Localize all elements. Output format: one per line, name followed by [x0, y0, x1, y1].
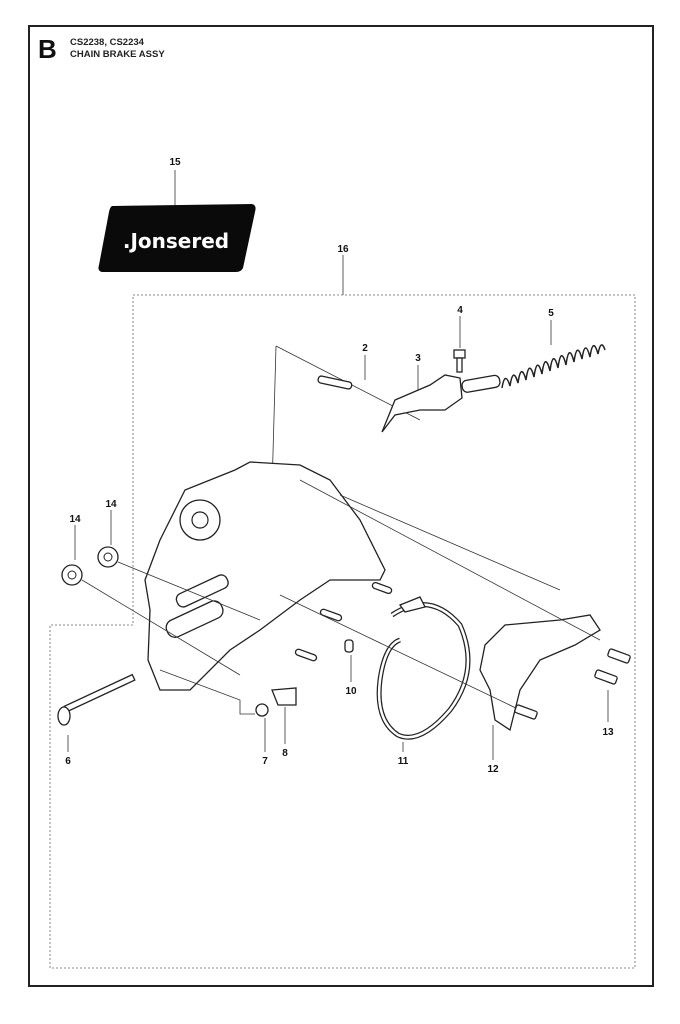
callout-8: 8 — [282, 748, 288, 759]
callout-11: 11 — [398, 756, 409, 767]
nut — [61, 564, 83, 586]
brake-band — [376, 602, 471, 740]
callout-7: 7 — [262, 756, 268, 767]
logo-text: .Jonsered — [123, 229, 229, 253]
callout-13: 13 — [602, 727, 614, 738]
callout-12: 12 — [487, 764, 499, 775]
screw — [594, 669, 618, 685]
assembly-boundary — [49, 294, 636, 969]
plate — [271, 687, 297, 706]
callout-15: 15 — [169, 157, 181, 168]
model-numbers: CS2238, CS2234 — [70, 37, 144, 48]
callout-14: 14 — [105, 499, 117, 510]
bolt — [63, 673, 136, 713]
screw — [453, 349, 466, 359]
brake-cover — [479, 614, 601, 732]
section-letter: B — [38, 34, 57, 64]
jonsered-decal — [98, 204, 256, 272]
brake-lever — [381, 374, 463, 433]
pin-10 — [344, 639, 354, 653]
callout-3: 3 — [415, 353, 421, 364]
screw — [514, 704, 538, 720]
screw-shank — [456, 357, 463, 373]
nut — [97, 546, 119, 568]
diagram-header: CS2238, CS2234 CHAIN BRAKE ASSY — [70, 37, 165, 61]
chain-brake-housing — [144, 461, 386, 691]
callout-6: 6 — [65, 756, 71, 767]
washer — [255, 703, 269, 717]
adjuster-wheel — [179, 499, 221, 541]
diagram-title: CHAIN BRAKE ASSY — [70, 49, 165, 60]
pin — [317, 375, 353, 390]
screw — [607, 648, 631, 664]
page-frame — [28, 25, 654, 987]
callout-16: 16 — [337, 244, 349, 255]
callout-10: 10 — [345, 686, 357, 697]
callout-4: 4 — [457, 305, 463, 316]
link-rod — [461, 374, 501, 393]
callout-5: 5 — [548, 308, 554, 319]
callout-14: 14 — [69, 514, 81, 525]
callout-2: 2 — [362, 343, 368, 354]
spring — [501, 344, 606, 389]
